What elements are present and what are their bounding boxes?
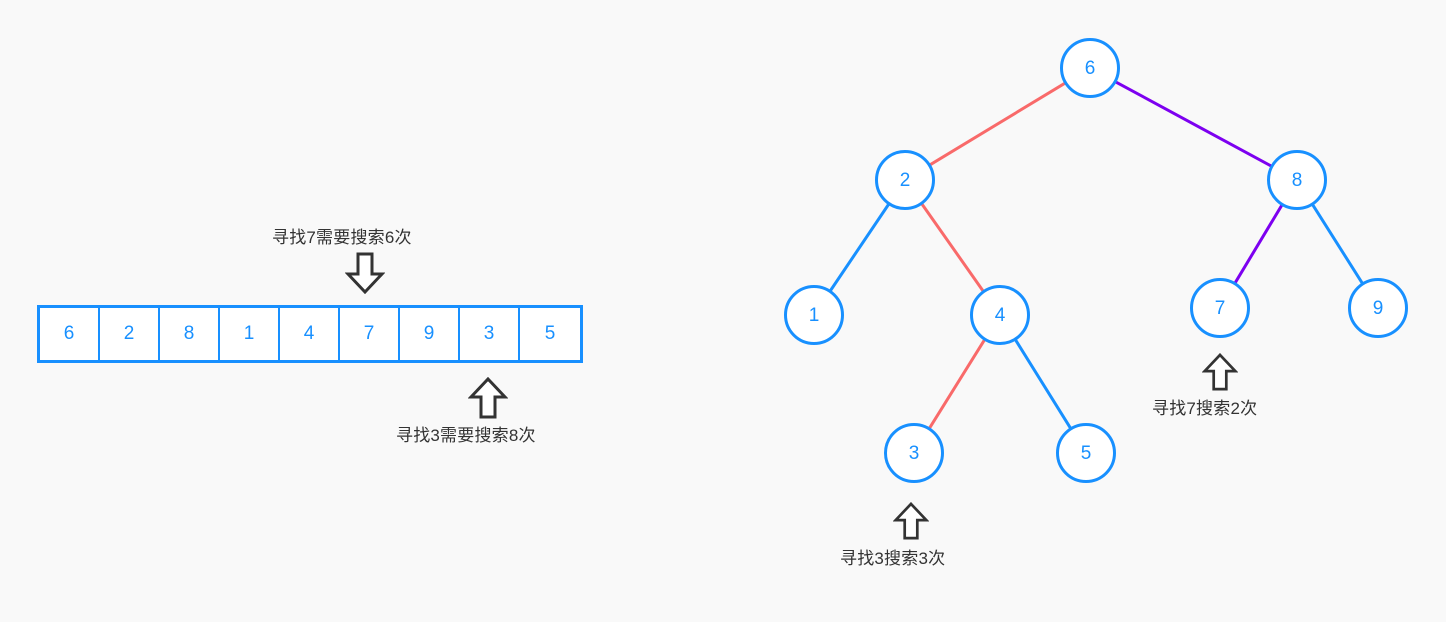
array-cell[interactable]: 5 [520, 308, 580, 360]
array-annotation-find7-label: 寻找7需要搜索6次 [272, 228, 412, 247]
tree-node-label: 4 [994, 304, 1006, 326]
tree-node-label: 8 [1291, 169, 1303, 191]
arrow-down-icon [344, 252, 386, 299]
tree-node[interactable]: 8 [1267, 150, 1327, 210]
array-cell[interactable]: 6 [40, 308, 100, 360]
tree-node[interactable]: 7 [1190, 278, 1250, 338]
arrow-up-icon [1201, 352, 1239, 396]
tree-node[interactable]: 6 [1060, 38, 1120, 98]
tree-node[interactable]: 9 [1348, 278, 1408, 338]
tree-node-label: 2 [899, 169, 911, 191]
arrow-up-icon [467, 376, 509, 424]
array-cell[interactable]: 4 [280, 308, 340, 360]
array-annotation-find3-label: 寻找3需要搜索8次 [396, 426, 536, 445]
array-cell[interactable]: 8 [160, 308, 220, 360]
tree-edge [1114, 80, 1273, 168]
tree-edge [829, 203, 890, 292]
tree-node[interactable]: 1 [784, 285, 844, 345]
array-cell[interactable]: 7 [340, 308, 400, 360]
tree-edge [920, 203, 985, 292]
tree-node-label: 7 [1214, 297, 1226, 319]
tree-edge [1311, 203, 1364, 285]
tree-edge [1014, 338, 1072, 430]
tree-edge [1233, 204, 1284, 284]
tree-node-label: 1 [808, 304, 820, 326]
tree-edge [929, 82, 1066, 166]
array-cell[interactable]: 3 [460, 308, 520, 360]
array-cell[interactable]: 1 [220, 308, 280, 360]
array-cell[interactable]: 9 [400, 308, 460, 360]
tree-node-label: 3 [908, 442, 920, 464]
tree-node-label: 6 [1084, 57, 1096, 79]
tree-node[interactable]: 4 [970, 285, 1030, 345]
tree-edge [928, 338, 986, 430]
tree-node[interactable]: 3 [884, 423, 944, 483]
tree-node-label: 5 [1080, 442, 1092, 464]
array-cell[interactable]: 2 [100, 308, 160, 360]
tree-node[interactable]: 5 [1056, 423, 1116, 483]
tree-annotation-find3-label: 寻找3搜索3次 [840, 549, 946, 568]
tree-node-label: 9 [1372, 297, 1384, 319]
tree-node[interactable]: 2 [875, 150, 935, 210]
arrow-up-icon [892, 501, 930, 545]
tree-annotation-find7-label: 寻找7搜索2次 [1152, 399, 1258, 418]
